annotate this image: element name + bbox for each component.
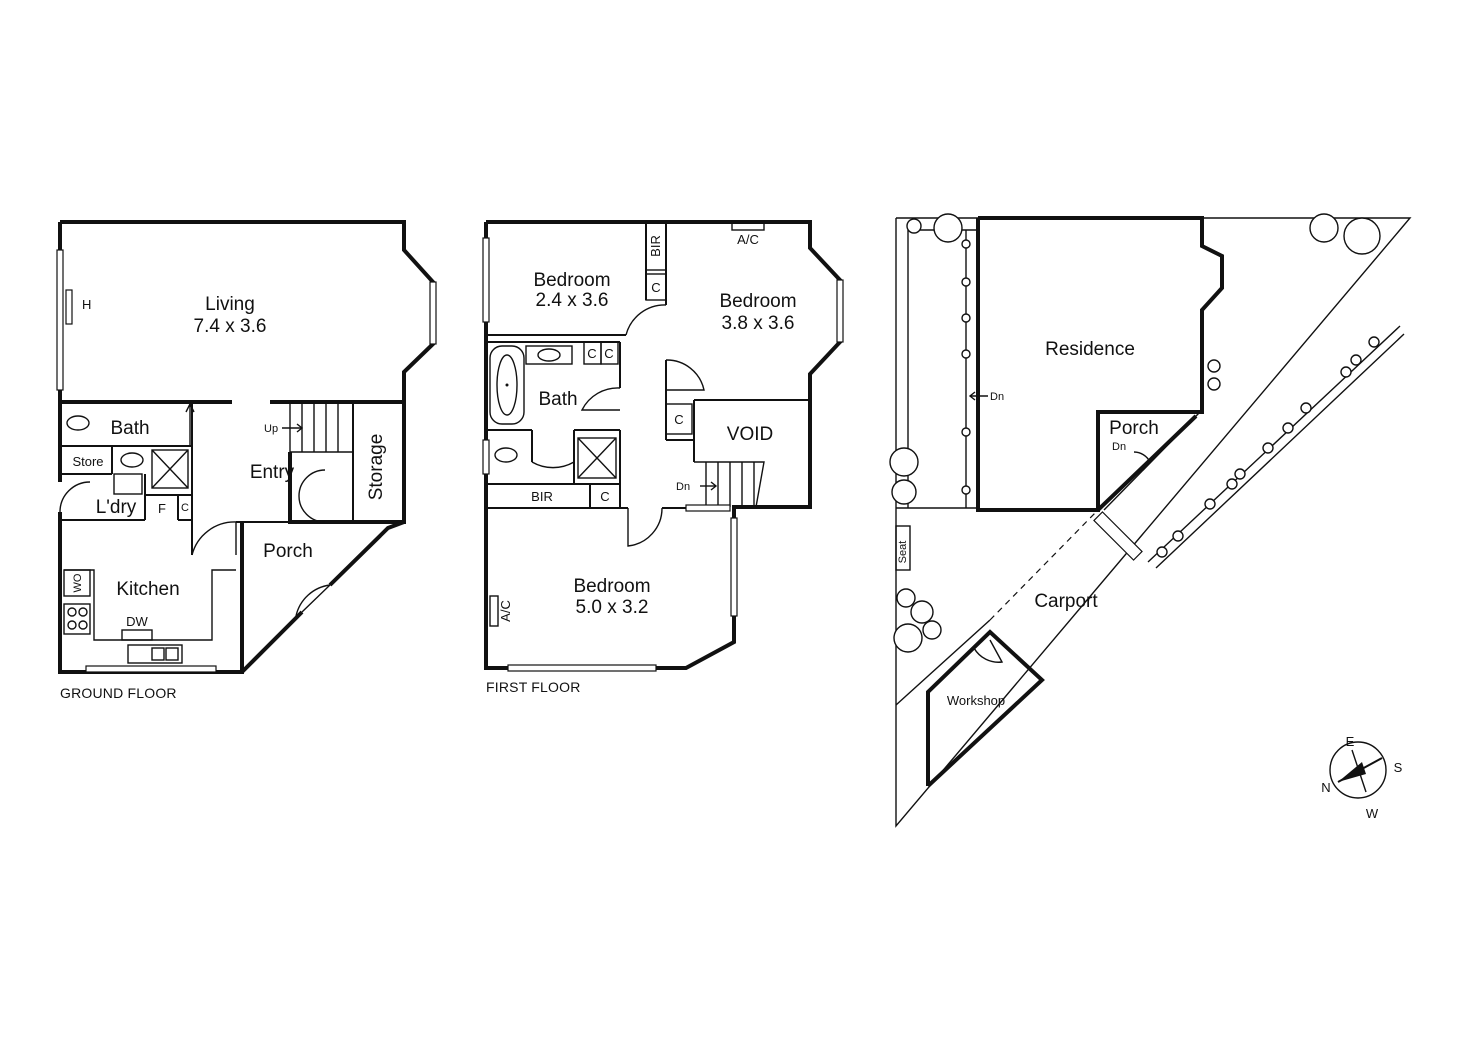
compass-east: E — [1346, 734, 1355, 749]
compass-south: S — [1394, 760, 1403, 775]
porch-label: Porch — [263, 541, 313, 562]
ac-low-label: A/C — [498, 600, 513, 622]
seat-label: Seat — [897, 541, 909, 564]
ac-top-label: A/C — [737, 232, 759, 247]
bath-label: Bath — [110, 418, 149, 439]
stairs-up-label: Up — [264, 423, 278, 435]
bath-cupboard-1-label: C — [587, 346, 596, 361]
compass-west: W — [1366, 806, 1379, 821]
fridge-label: F — [158, 501, 166, 516]
store-label: Store — [72, 454, 103, 469]
cupboard-top-label: C — [651, 280, 660, 295]
cupboard-label: C — [181, 502, 189, 514]
bath-cupboard-2-label: C — [604, 346, 613, 361]
cupboard-mid-label: C — [674, 412, 683, 427]
site-porch-label: Porch — [1109, 418, 1159, 439]
site-plan — [889, 213, 1412, 828]
compass-north: N — [1321, 780, 1330, 795]
storage-label: Storage — [366, 434, 387, 501]
porch-dn-label: Dn — [1112, 441, 1126, 453]
ground-floor-plan — [56, 220, 437, 674]
site-dn-label: Dn — [990, 391, 1004, 403]
bedroom-main-dims: 5.0 x 3.2 — [576, 597, 649, 618]
workshop-label: Workshop — [947, 693, 1005, 708]
bir-mid-label: BIR — [531, 489, 553, 504]
dishwasher-label: DW — [126, 614, 148, 629]
residence-label: Residence — [1045, 339, 1135, 360]
first-bath-label: Bath — [538, 389, 577, 410]
first-floor-caption: FIRST FLOOR — [486, 679, 581, 695]
carport-label: Carport — [1034, 591, 1098, 612]
bedroom-2-dims: 2.4 x 3.6 — [536, 290, 609, 311]
kitchen-label: Kitchen — [116, 579, 179, 600]
bir-top-label: BIR — [648, 235, 663, 257]
living-room-label: Living — [205, 294, 255, 315]
bedroom-3-dims: 3.8 x 3.6 — [722, 313, 795, 334]
cupboard-low-label: C — [600, 489, 609, 504]
bedroom-2-label: Bedroom — [533, 270, 610, 291]
compass — [1329, 741, 1387, 799]
wall-oven-label: WO — [72, 573, 84, 592]
bedroom-3-label: Bedroom — [719, 291, 796, 312]
living-room-dims: 7.4 x 3.6 — [194, 316, 267, 337]
void-label: VOID — [727, 424, 773, 445]
first-floor-plan — [482, 220, 844, 672]
stairs-down-label: Dn — [676, 481, 690, 493]
laundry-label: L'dry — [96, 497, 137, 518]
bedroom-main-label: Bedroom — [573, 576, 650, 597]
ground-floor-caption: GROUND FLOOR — [60, 685, 177, 701]
entry-label: Entry — [250, 462, 295, 483]
heater-label: H — [82, 297, 91, 312]
